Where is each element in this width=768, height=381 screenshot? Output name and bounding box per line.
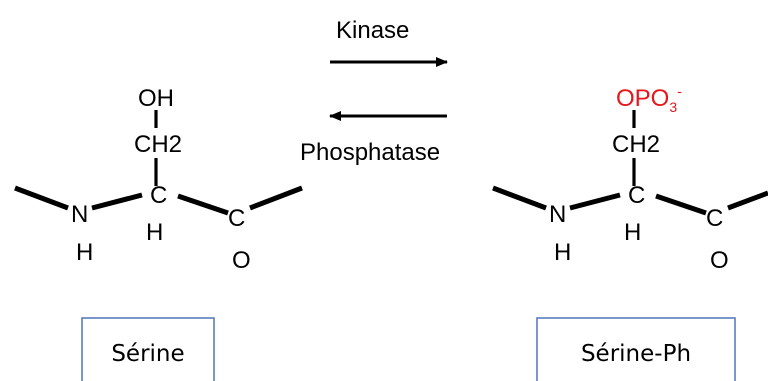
phosphoserine-name-box: Sérine-Ph — [536, 317, 736, 381]
carbonyl-oxygen: O — [710, 247, 729, 274]
nitrogen-hydrogen: H — [554, 239, 571, 266]
nitrogen-atom: N — [71, 201, 88, 228]
backbone-bond-n-c — [91, 192, 143, 211]
hydroxyl-group: OH — [138, 85, 174, 112]
serine-box-frame — [81, 317, 215, 381]
serine-name-box: Sérine — [81, 317, 215, 381]
backbone-bond-right — [249, 185, 303, 211]
backbone-bond-c-co — [655, 193, 707, 216]
backbone-bond-n-c — [569, 192, 621, 211]
alpha-hydrogen: H — [146, 219, 163, 246]
phosphoserine-name: Sérine-Ph — [581, 341, 691, 367]
phosphoserine-molecule: OPO3- CH2 C H N H C O — [492, 83, 768, 274]
alpha-carbon: C — [150, 182, 167, 209]
backbone-bond-left — [492, 185, 547, 211]
backbone-bond-left — [14, 185, 69, 211]
carbonyl-oxygen: O — [232, 247, 251, 274]
backbone-bond-right — [727, 190, 768, 211]
alpha-hydrogen: H — [624, 219, 641, 246]
backbone-bond-c-co — [177, 193, 229, 216]
nitrogen-atom: N — [549, 201, 566, 228]
phosphate-group: OPO3- — [616, 83, 682, 115]
alpha-carbon: C — [628, 182, 645, 209]
ch2-group: CH2 — [612, 131, 660, 158]
phosphoserine-box-frame — [536, 317, 736, 381]
carbonyl-carbon: C — [706, 205, 723, 232]
reaction-arrows: Kinase Phosphatase — [300, 17, 448, 166]
serine-name: Sérine — [111, 341, 184, 367]
nitrogen-hydrogen: H — [76, 239, 93, 266]
phosphatase-label: Phosphatase — [300, 139, 440, 166]
carbonyl-carbon: C — [228, 205, 245, 232]
kinase-label: Kinase — [336, 17, 409, 44]
ch2-group: CH2 — [134, 131, 182, 158]
serine-molecule: OH CH2 C H N H C O — [14, 85, 303, 274]
